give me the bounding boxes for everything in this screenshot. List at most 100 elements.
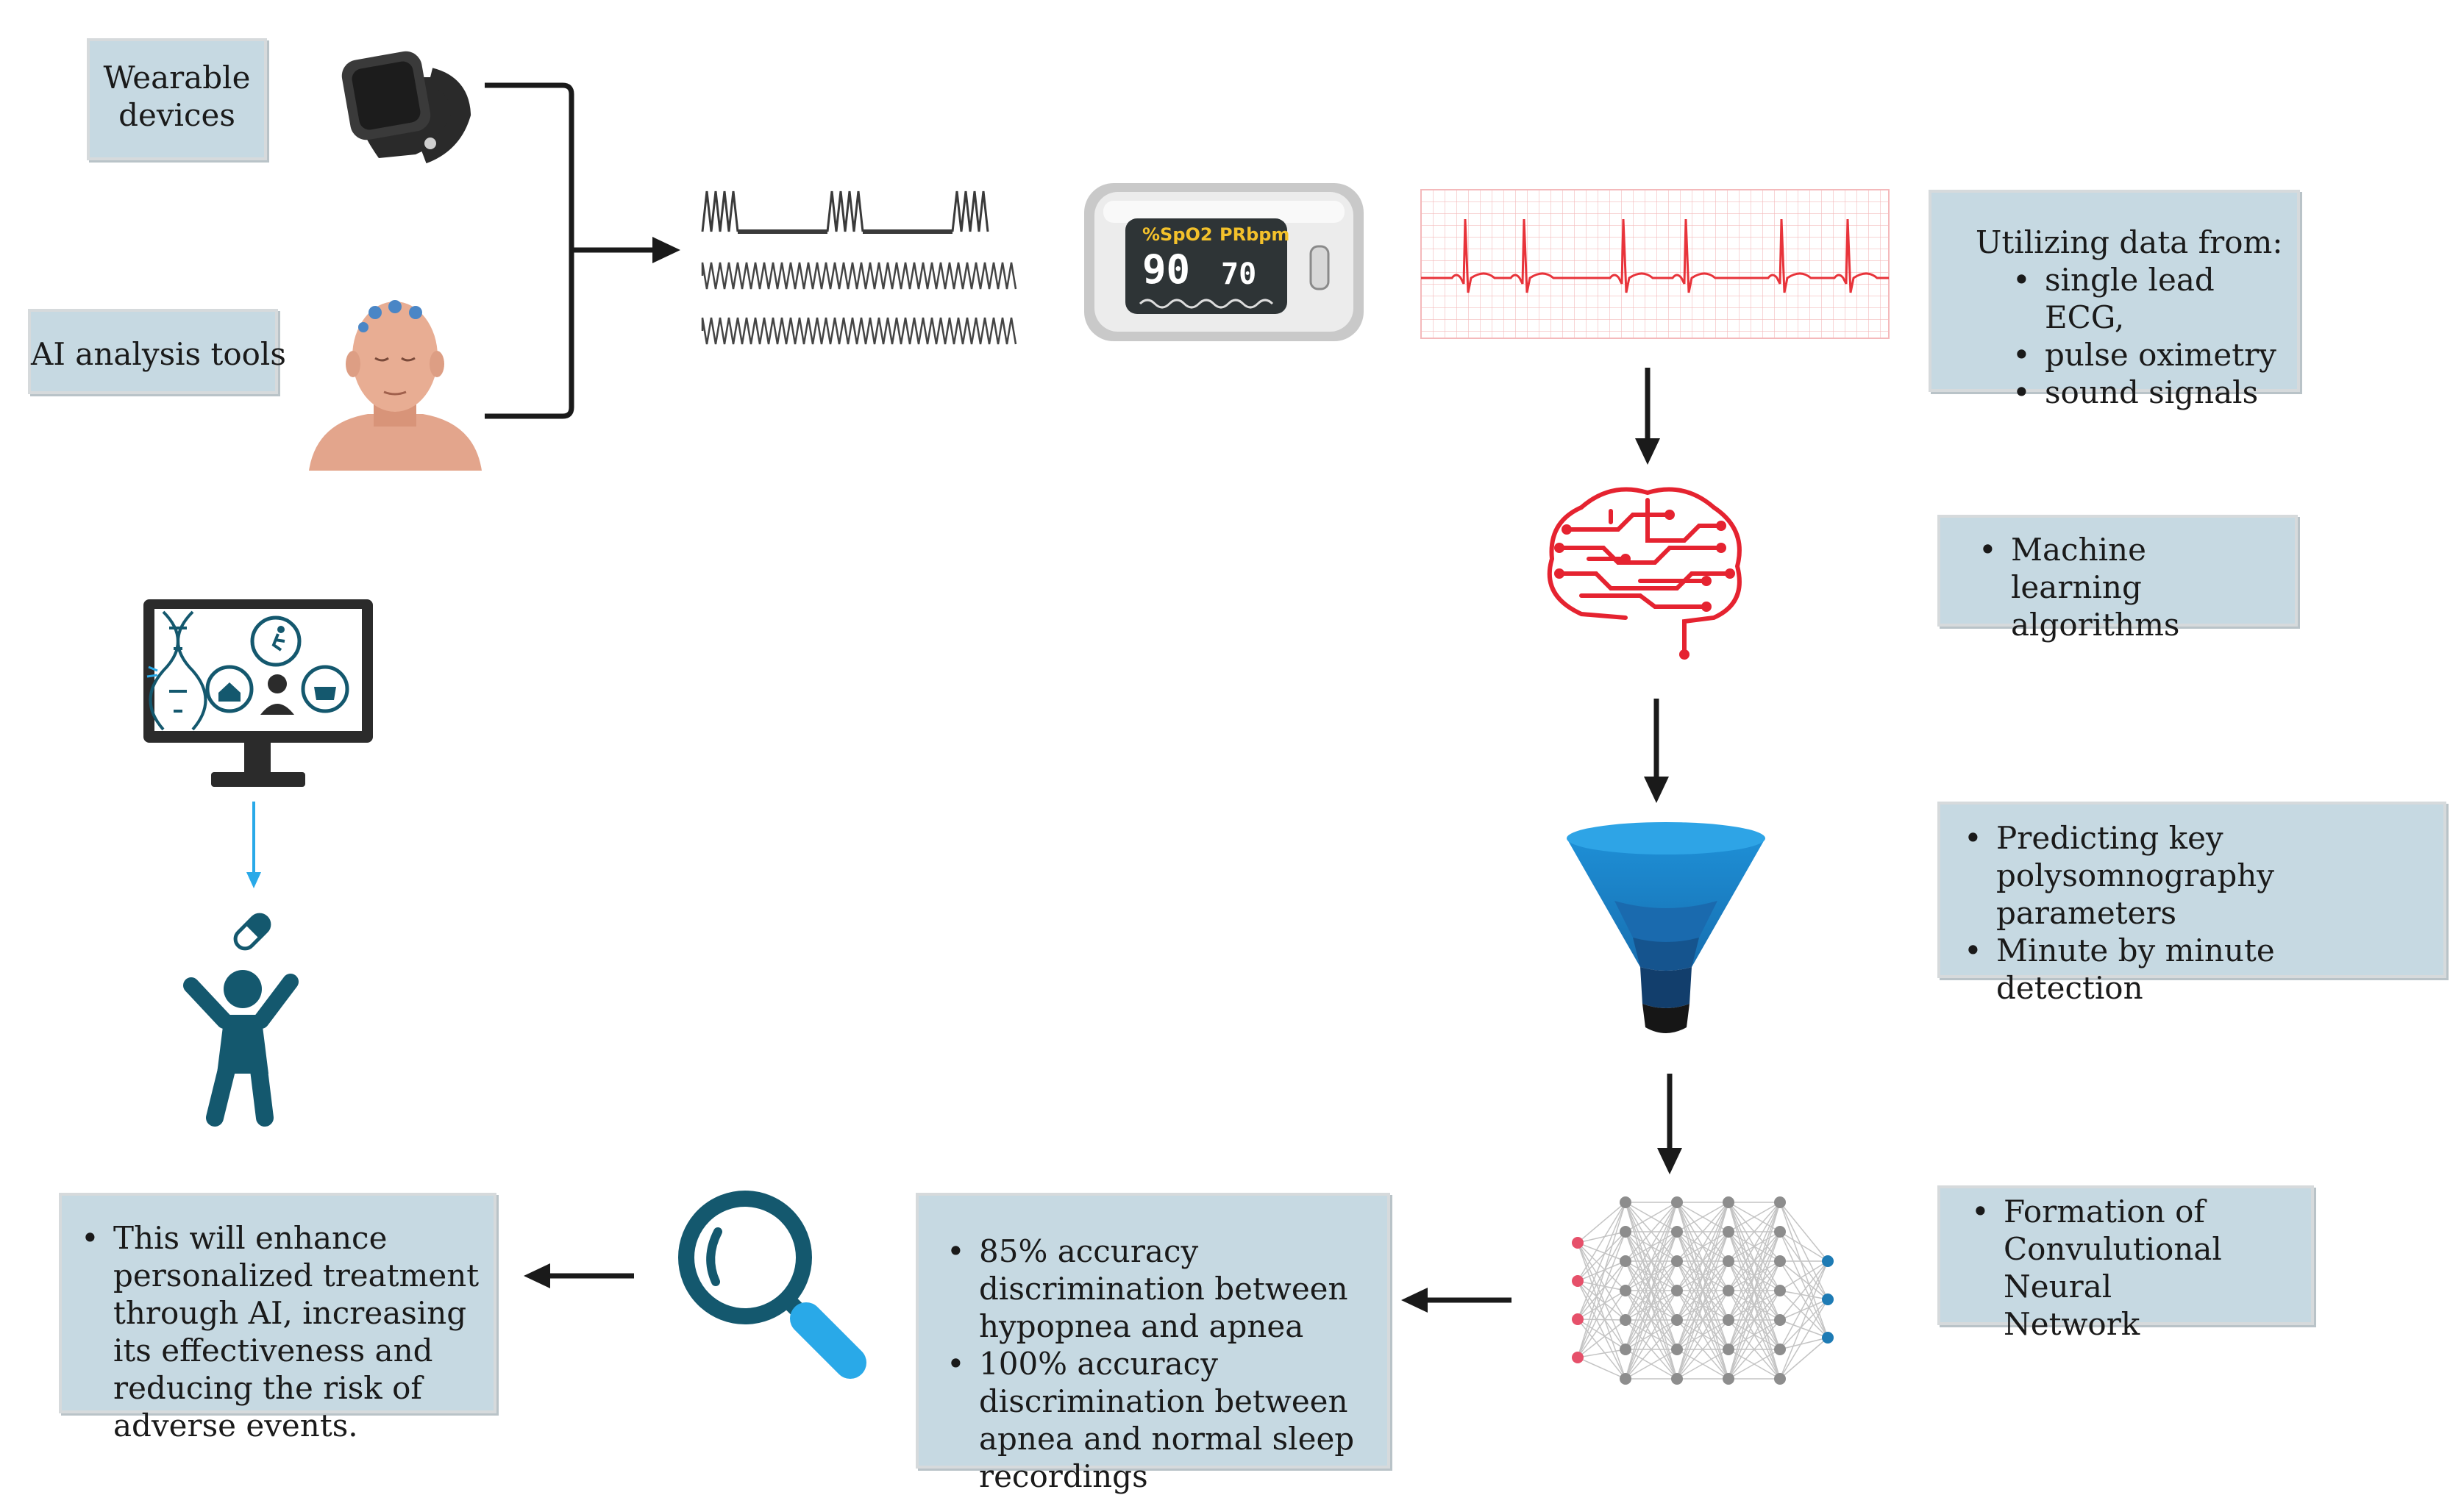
nn-edge xyxy=(1625,1260,1678,1380)
ai-analysis-tools-text: AI analysis tools xyxy=(31,336,286,372)
nn-edge xyxy=(1676,1202,1729,1380)
nn-node xyxy=(1822,1255,1834,1267)
nn-edge xyxy=(1676,1290,1729,1380)
ecg-strip-icon xyxy=(1420,189,1890,339)
nn-edge xyxy=(1728,1231,1781,1380)
nn-edge xyxy=(1728,1260,1781,1380)
pulse-oximeter-icon xyxy=(1084,183,1364,341)
cnn-box: Formation of Convulutional Neural Networ… xyxy=(1937,1185,2314,1342)
merge-connector xyxy=(485,82,680,419)
nn-edge xyxy=(1728,1202,1781,1232)
nn-edge xyxy=(1676,1231,1729,1380)
nn-edge xyxy=(1625,1202,1678,1350)
arrow-down-2 xyxy=(1644,699,1669,803)
nn-node xyxy=(1774,1196,1786,1208)
nn-edge xyxy=(1625,1202,1678,1262)
nn-edge xyxy=(1779,1260,1829,1300)
arrow-down-1 xyxy=(1635,368,1660,465)
arrow-left-2 xyxy=(524,1263,634,1288)
nn-node xyxy=(1723,1344,1734,1355)
list-item: Machine learning algorithms xyxy=(1979,531,2280,643)
nn-edge xyxy=(1577,1231,1626,1244)
wearable-devices-text: Wearable devices xyxy=(103,60,251,133)
nn-edge xyxy=(1779,1202,1829,1338)
nn-node xyxy=(1620,1285,1631,1296)
nn-edge xyxy=(1779,1260,1829,1380)
nn-edge xyxy=(1676,1202,1729,1262)
nn-node xyxy=(1671,1373,1683,1385)
nn-edge xyxy=(1728,1202,1781,1321)
nn-edge xyxy=(1676,1202,1729,1321)
nn-edge xyxy=(1779,1290,1829,1338)
list-item: 85% accuracy discrimination between hypo… xyxy=(947,1232,1380,1345)
nn-edge xyxy=(1728,1290,1781,1380)
nn-edge xyxy=(1779,1231,1829,1338)
nn-edge xyxy=(1779,1299,1829,1321)
nn-node xyxy=(1671,1196,1683,1208)
nn-node xyxy=(1620,1373,1631,1385)
nn-edge xyxy=(1779,1202,1829,1300)
nn-node xyxy=(1671,1285,1683,1296)
wearable-devices-label: Wearable devices xyxy=(87,38,267,160)
list-item: Predicting key polysomnography parameter… xyxy=(1964,819,2320,932)
nn-node xyxy=(1572,1313,1584,1325)
pill-icon xyxy=(233,913,271,951)
nn-edge xyxy=(1779,1319,1829,1338)
magnifier-icon xyxy=(678,1191,866,1379)
nn-node xyxy=(1774,1255,1786,1267)
predicting-box: Predicting key polysomnography parameter… xyxy=(1937,802,2446,1006)
nn-node xyxy=(1572,1275,1584,1287)
nn-edge xyxy=(1577,1319,1626,1350)
nn-node xyxy=(1723,1285,1734,1296)
signal-waveforms-icon xyxy=(701,190,1017,345)
nn-edge xyxy=(1577,1319,1626,1321)
nn-edge xyxy=(1779,1337,1829,1350)
nn-edge xyxy=(1577,1290,1626,1320)
machine-learning-box: Machine learning algorithms xyxy=(1937,515,2298,643)
arrow-down-3 xyxy=(1657,1074,1682,1174)
nn-edge xyxy=(1625,1202,1678,1321)
nn-node xyxy=(1774,1373,1786,1385)
nn-edge xyxy=(1779,1260,1829,1350)
nn-edge xyxy=(1728,1349,1781,1380)
nn-edge xyxy=(1779,1290,1829,1300)
nn-edge xyxy=(1577,1231,1626,1320)
nn-node xyxy=(1822,1294,1834,1305)
nn-edge xyxy=(1676,1202,1729,1350)
nn-edge xyxy=(1577,1280,1626,1380)
list-item: Minute by minute detection xyxy=(1964,932,2429,1007)
nn-edge xyxy=(1577,1319,1626,1358)
nn-node xyxy=(1620,1344,1631,1355)
nn-edge xyxy=(1625,1202,1678,1291)
nn-edge xyxy=(1676,1349,1729,1380)
nn-edge xyxy=(1577,1202,1626,1320)
nn-edge xyxy=(1625,1290,1678,1380)
utilizing-data-box: Utilizing data from: single lead ECG, pu… xyxy=(1929,190,2300,411)
monitor-dna-icon xyxy=(143,599,373,787)
nn-edge xyxy=(1779,1260,1829,1338)
nn-node xyxy=(1620,1196,1631,1208)
nn-node xyxy=(1572,1237,1584,1249)
nn-edge xyxy=(1676,1202,1729,1291)
nn-node xyxy=(1774,1285,1786,1296)
list-item: single lead ECG, xyxy=(2012,261,2297,336)
nn-edge xyxy=(1577,1202,1626,1282)
nn-edge xyxy=(1577,1242,1626,1291)
accuracy-box: 85% accuracy discrimination between hypo… xyxy=(916,1193,1390,1494)
arrow-down-blue xyxy=(246,802,261,888)
nn-edge xyxy=(1676,1202,1729,1232)
nn-node xyxy=(1671,1344,1683,1355)
nn-node xyxy=(1671,1226,1683,1238)
nn-node xyxy=(1774,1314,1786,1326)
nn-node xyxy=(1774,1344,1786,1355)
list-item: Formation of Convulutional Neural Networ… xyxy=(1971,1193,2246,1343)
nn-edge xyxy=(1779,1337,1829,1380)
nn-edge xyxy=(1577,1242,1626,1262)
nn-edge xyxy=(1779,1299,1829,1380)
nn-edge xyxy=(1577,1202,1626,1358)
spo2-label: %SpO2 xyxy=(1142,224,1213,245)
nn-edge xyxy=(1676,1319,1729,1380)
nn-edge xyxy=(1577,1290,1626,1358)
nn-node xyxy=(1671,1314,1683,1326)
nn-node xyxy=(1774,1226,1786,1238)
